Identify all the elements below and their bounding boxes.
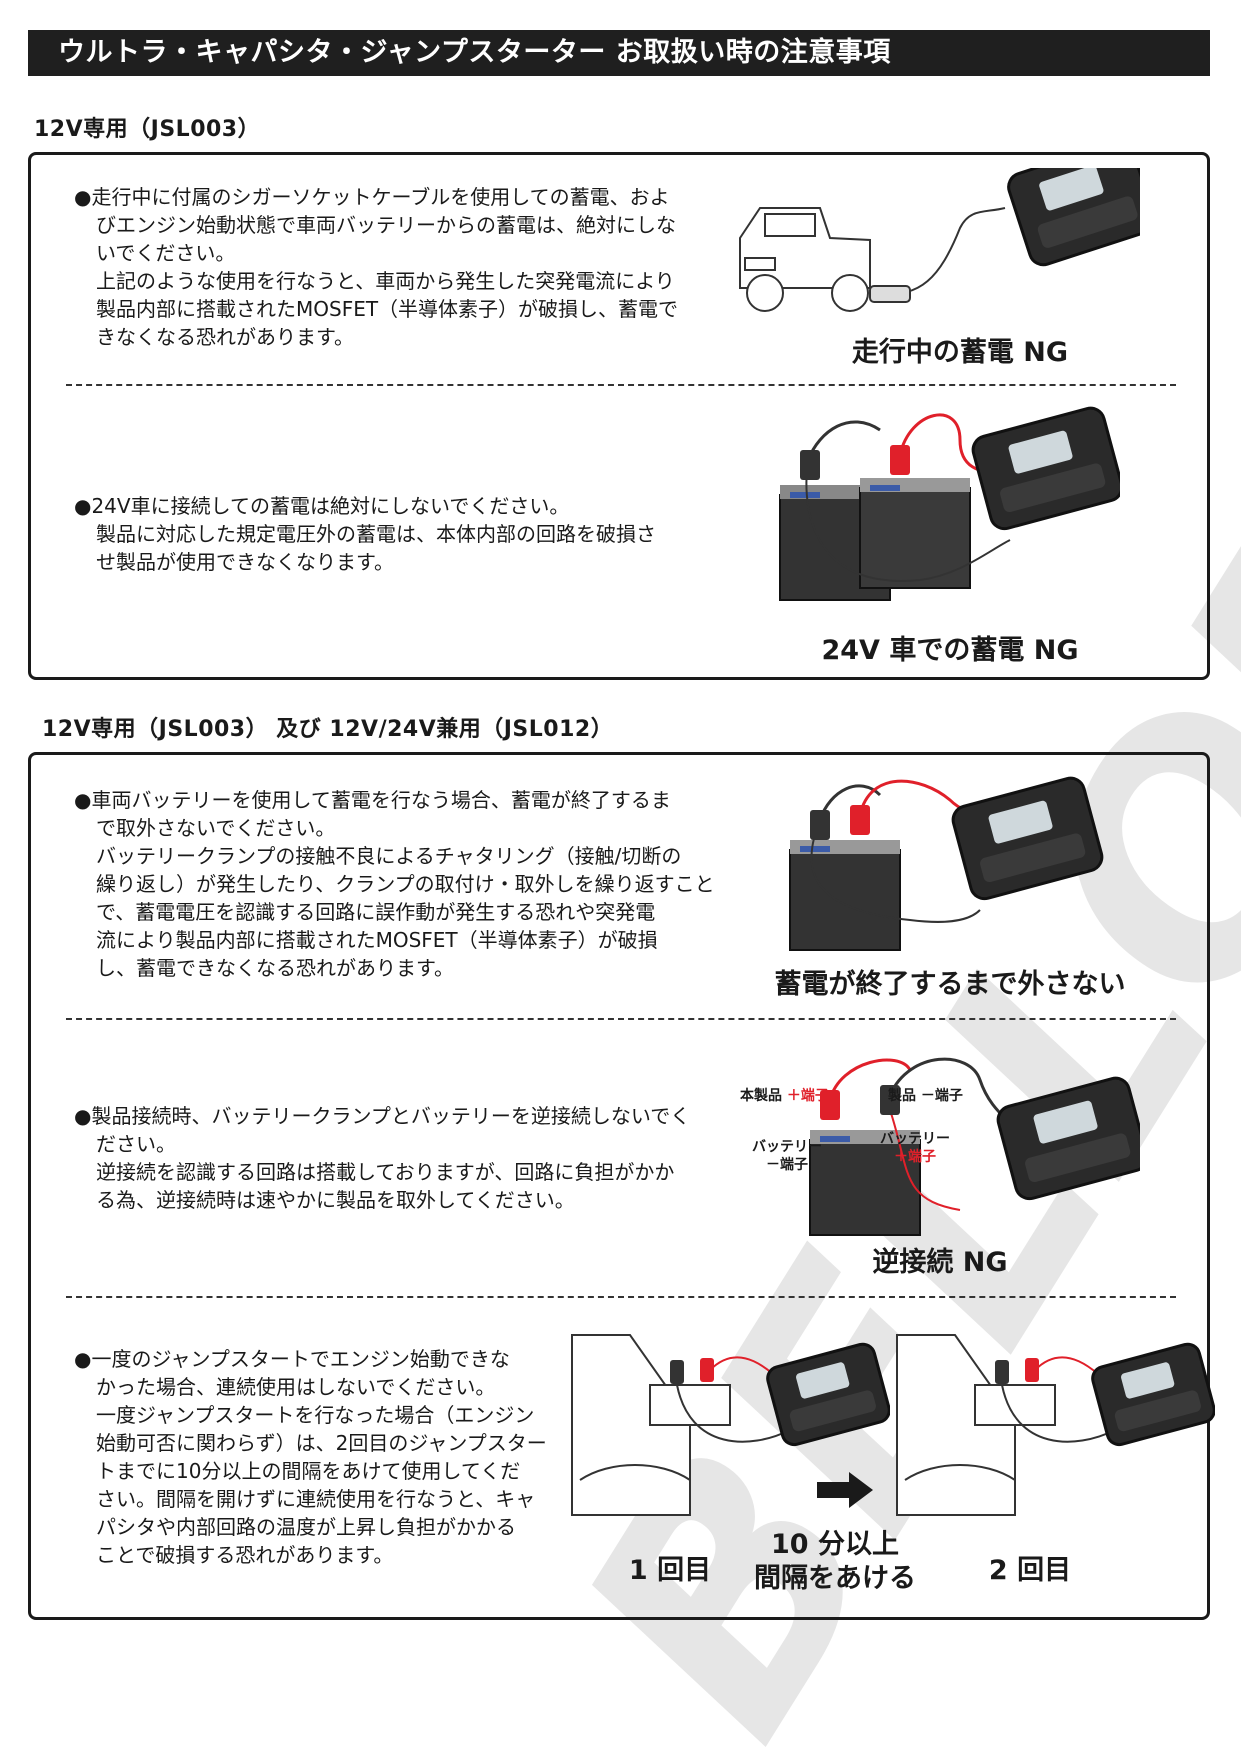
section1-heading: 12V専用（JSL003） xyxy=(34,117,261,142)
battery-charging-illustration xyxy=(789,776,1104,951)
note-dont-remove-while-charging: ●車両バッテリーを使用して蓄電を行なう場合、蓄電が終了するま で取外さないでくだ… xyxy=(74,786,734,982)
battery-icon xyxy=(974,1384,1056,1426)
section2-box xyxy=(28,752,1210,1620)
black-clamp-icon xyxy=(800,450,820,480)
cigar-plug-icon xyxy=(869,285,911,303)
note-line: トまでに10分以上の間隔をあけて使用してくだ xyxy=(96,1459,521,1483)
note-line: ●24V車に接続しての蓄電は絶対にしないでください。 xyxy=(74,494,570,518)
caption-driving-ng: 走行中の蓄電 NG xyxy=(851,337,1069,368)
caption-second-time: 2 回目 xyxy=(988,1555,1072,1586)
note-line: きなくなる恐れがあります。 xyxy=(96,325,354,349)
note-interval-between-jumps: ●一度のジャンプスタートでエンジン始動できな かった場合、連続使用はしないでくだ… xyxy=(74,1345,574,1569)
label-battery-plus: バッテリー ＋端子 xyxy=(880,1130,950,1166)
label-text: 本製品 xyxy=(740,1088,782,1104)
note-line: る為、逆接続時は速やかに製品を取外してください。 xyxy=(96,1188,575,1212)
note-line: し、蓄電できなくなる恐れがあります。 xyxy=(96,956,454,980)
note-line: いでください。 xyxy=(96,241,236,265)
label-product-plus: 本製品 ＋端子 xyxy=(740,1085,829,1105)
first-jump-illustration xyxy=(571,1334,890,1516)
black-clamp-icon xyxy=(670,1360,684,1384)
note-line: 上記のような使用を行なうと、車両から発生した突発電流により xyxy=(96,269,675,293)
note-line: 繰り返し）が発生したり、クランプの取付け・取外しを繰り返すこと xyxy=(96,872,715,896)
label-text: ＋端子 xyxy=(894,1149,936,1165)
section1-box xyxy=(28,152,1210,680)
black-clamp-icon xyxy=(995,1360,1009,1384)
red-clamp-icon xyxy=(890,445,910,475)
caption-first-time: 1 回目 xyxy=(628,1555,712,1586)
label-text: バッテリー xyxy=(880,1131,950,1147)
24v-battery-illustration xyxy=(779,406,1120,601)
label-text: ＋端子 xyxy=(786,1088,829,1104)
note-line: せ製品が使用できなくなります。 xyxy=(96,550,394,574)
note-line: さい。間隔を開けずに連続使用を行なうと、キャ xyxy=(96,1487,536,1511)
battery-icon xyxy=(859,487,971,589)
black-clamp-icon xyxy=(810,810,830,840)
second-jump-illustration xyxy=(896,1334,1215,1516)
black-clamp-icon xyxy=(880,1085,900,1115)
caption-line: 間隔をあける xyxy=(754,1563,916,1594)
note-reverse-connection: ●製品接続時、バッテリークランプとバッテリーを逆接続しないでく ださい。 逆接続… xyxy=(74,1102,734,1214)
label-battery-minus: バッテリー －端子 xyxy=(752,1138,822,1174)
note-line: で取外さないでください。 xyxy=(96,816,336,840)
note-line: ことで破損する恐れがあります。 xyxy=(96,1543,394,1567)
red-clamp-icon xyxy=(820,1090,840,1120)
note-line: ●製品接続時、バッテリークランプとバッテリーを逆接続しないでく xyxy=(74,1104,691,1128)
note-24v-vehicle: ●24V車に接続しての蓄電は絶対にしないでください。 製品に対応した規定電圧外の… xyxy=(74,492,714,576)
caption-reverse-ng: 逆接続 NG xyxy=(872,1247,1008,1278)
note-line: ださい。 xyxy=(96,1132,176,1156)
note-line: バッテリークランプの接触不良によるチャタリング（接触/切断の xyxy=(96,844,682,868)
label-product-minus: 製品 －端子 xyxy=(888,1088,963,1104)
caption-dont-remove: 蓄電が終了するまで外さない xyxy=(774,969,1126,1000)
label-text: バッテリー xyxy=(752,1139,822,1155)
note-line: パシタや内部回路の温度が上昇し負担がかかる xyxy=(96,1515,516,1539)
label-text: －端子 xyxy=(766,1157,808,1173)
note-line: 逆接続を認識する回路は搭載しておりますが、回路に負担がかか xyxy=(96,1160,675,1184)
note-line: ●走行中に付属のシガーソケットケーブルを使用しての蓄電、およ xyxy=(74,185,670,209)
reverse-connection-illustration xyxy=(809,1057,1140,1236)
red-clamp-icon xyxy=(850,805,870,835)
divider xyxy=(66,1018,1176,1020)
note-line: ●車両バッテリーを使用して蓄電を行なう場合、蓄電が終了するま xyxy=(74,788,671,812)
caption-line: 10 分以上 xyxy=(771,1529,899,1560)
page-title: ウルトラ・キャパシタ・ジャンプスターター お取扱い時の注意事項 xyxy=(28,30,1210,76)
battery-icon xyxy=(789,849,901,951)
caption-interval: 10 分以上 間隔をあける xyxy=(740,1528,930,1596)
note-line: ●一度のジャンプスタートでエンジン始動できな xyxy=(74,1347,510,1371)
suv-charging-illustration xyxy=(739,168,1140,312)
divider xyxy=(66,384,1176,386)
battery-icon xyxy=(649,1384,731,1426)
note-line: 始動可否に関わらず）は、2回目のジャンプスター xyxy=(96,1431,547,1455)
note-line: びエンジン始動状態で車両バッテリーからの蓄電は、絶対にしな xyxy=(96,213,676,237)
right-arrow-icon xyxy=(817,1472,873,1508)
note-line: で、蓄電電圧を認識する回路に誤作動が発生する恐れや突発電 xyxy=(96,900,656,924)
red-clamp-icon xyxy=(1025,1358,1039,1382)
note-line: 製品に対応した規定電圧外の蓄電は、本体内部の回路を破損さ xyxy=(96,522,656,546)
divider xyxy=(66,1296,1176,1298)
red-clamp-icon xyxy=(700,1358,714,1382)
note-line: 流により製品内部に搭載されたMOSFET（半導体素子）が破損 xyxy=(96,928,658,952)
section2-heading: 12V専用（JSL003） 及び 12V/24V兼用（JSL012） xyxy=(42,717,614,742)
caption-24v-ng: 24V 車での蓄電 NG xyxy=(821,635,1079,666)
note-charging-while-driving: ●走行中に付属のシガーソケットケーブルを使用しての蓄電、およ びエンジン始動状態… xyxy=(74,183,714,351)
note-line: 製品内部に搭載されたMOSFET（半導体素子）が破損し、蓄電で xyxy=(96,297,679,321)
note-line: 一度ジャンプスタートを行なった場合（エンジン xyxy=(96,1403,535,1427)
note-line: かった場合、連続使用はしないでください。 xyxy=(96,1375,496,1399)
